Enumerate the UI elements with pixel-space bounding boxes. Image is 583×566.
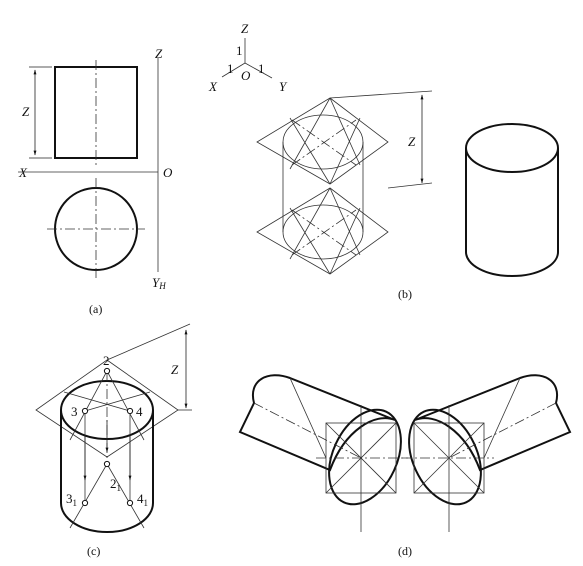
- d-right-cylinder: [402, 374, 572, 532]
- bottom-diag-1: [289, 187, 331, 260]
- iso-scale-y: 1: [258, 61, 265, 76]
- top-diag-3: [289, 117, 331, 185]
- finished-cylinder-top-front: [465, 147, 559, 173]
- c-label-3: 3: [71, 404, 78, 419]
- label-z-dimension: Z: [22, 104, 30, 119]
- d-left-proj-1: [289, 377, 327, 459]
- caption-c: (c): [87, 544, 100, 558]
- label-y-axis: YH: [152, 275, 166, 291]
- iso-scale-z: 1: [236, 43, 243, 58]
- iso-axis-x: [221, 62, 246, 78]
- panel-c-four-center-method: 2 3 4 21 31 41 Z (c): [35, 323, 192, 558]
- bottom-center-axis-2: [291, 209, 357, 256]
- d-left-cylinder: [238, 374, 408, 532]
- bottom-diag-2: [329, 187, 361, 256]
- caption-d: (d): [398, 544, 412, 558]
- c-label-4-1: 41: [137, 491, 148, 508]
- iso-label-x: X: [208, 79, 218, 94]
- c-label-4: 4: [136, 404, 143, 419]
- finished-cylinder-body: [465, 123, 559, 277]
- d-left-proj-axis: [253, 402, 362, 459]
- c-line-4: [63, 391, 131, 412]
- c-point-3: [81, 407, 89, 415]
- iso-scale-x: 1: [227, 61, 234, 76]
- top-diag-4: [329, 117, 361, 185]
- b-label-z-dimension: Z: [408, 134, 416, 149]
- iso-label-o: O: [241, 68, 251, 83]
- caption-a: (a): [89, 302, 102, 316]
- top-diag-1: [289, 97, 331, 170]
- label-z-axis: Z: [155, 46, 163, 61]
- c-dim-ext-top: [106, 323, 191, 361]
- c-line-21-right: [106, 463, 145, 529]
- b-dim-ext-top: [329, 90, 433, 99]
- c-bottom-arc: [60, 502, 154, 533]
- b-dim-ext-bottom: [387, 182, 433, 189]
- c-line-2-right: [106, 370, 145, 441]
- iso-label-y: Y: [279, 79, 288, 94]
- top-diag-2: [329, 97, 361, 166]
- d-right-end-ellipse: [408, 408, 482, 506]
- caption-b: (b): [398, 287, 412, 301]
- d-right-proj-1: [483, 377, 521, 459]
- iso-axis-y: [244, 62, 273, 79]
- panel-d-horizontal-cylinders: (d): [238, 374, 572, 558]
- c-line-21-left: [69, 463, 108, 529]
- c-point-2-1: [103, 460, 111, 468]
- c-point-3-1: [81, 499, 89, 507]
- label-x-axis: X: [18, 165, 28, 180]
- c-label-2: 2: [103, 353, 110, 368]
- iso-label-z: Z: [241, 21, 249, 36]
- c-line-3: [84, 391, 151, 412]
- c-label-3-1: 31: [66, 491, 77, 508]
- label-o-origin: O: [163, 165, 173, 180]
- d-right-proj-axis: [448, 402, 557, 459]
- c-point-4-1: [126, 499, 134, 507]
- panel-b-construction: Z X Y O 1 1 1 Z (b): [208, 21, 559, 301]
- bottom-diag-4: [329, 207, 361, 275]
- d-left-end-ellipse: [328, 408, 402, 506]
- c-line-2-left: [69, 370, 108, 441]
- c-label-z-dimension: Z: [171, 362, 179, 377]
- top-center-axis-2: [291, 119, 357, 166]
- bottom-diag-3: [289, 207, 331, 275]
- c-label-2-1: 21: [110, 476, 121, 493]
- c-point-4: [126, 407, 134, 415]
- panel-a-orthographic-views: Z X Z O YH (a): [18, 46, 173, 316]
- c-point-2: [103, 367, 111, 375]
